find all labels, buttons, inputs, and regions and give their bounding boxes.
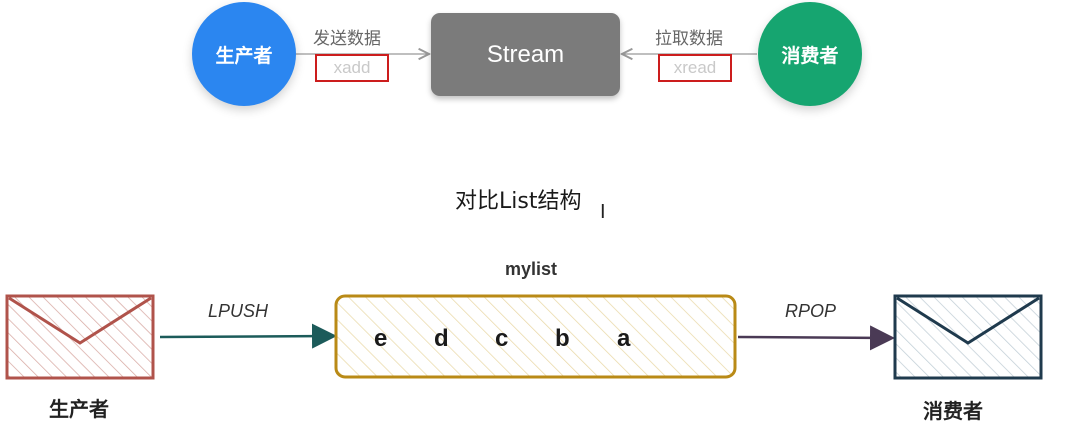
list-item: b xyxy=(555,325,570,352)
producer-label: 生产者 xyxy=(49,397,109,421)
list-item: d xyxy=(434,325,449,352)
list-item: c xyxy=(495,325,509,352)
list-name: mylist xyxy=(505,259,558,279)
xadd-command-text: xadd xyxy=(333,58,371,77)
list-box xyxy=(334,294,737,379)
producer-node-label: 生产者 xyxy=(215,44,273,67)
rpop-label: RPOP xyxy=(785,301,837,321)
xadd-command-box: xadd xyxy=(315,54,389,82)
text-cursor-icon: I xyxy=(600,201,606,223)
stream-node: Stream xyxy=(431,13,620,96)
list-item: e xyxy=(374,325,388,352)
send-data-label: 发送数据 xyxy=(313,29,381,49)
pop-arrow xyxy=(737,325,895,351)
producer-node: 生产者 xyxy=(192,2,296,106)
stream-node-label: Stream xyxy=(486,40,565,68)
producer-envelope-icon xyxy=(5,294,155,380)
xread-command-box: xread xyxy=(658,54,732,82)
list-item: a xyxy=(617,325,631,352)
consumer-label: 消费者 xyxy=(923,399,983,423)
push-arrow xyxy=(159,323,337,349)
lpush-label: LPUSH xyxy=(208,301,269,321)
consumer-node-label: 消费者 xyxy=(781,44,839,67)
pull-data-label: 拉取数据 xyxy=(655,29,723,49)
consumer-node: 消费者 xyxy=(758,2,862,106)
xread-command-text: xread xyxy=(673,58,717,77)
consumer-envelope-icon xyxy=(893,294,1043,380)
section-title: 对比List结构 xyxy=(455,189,582,214)
